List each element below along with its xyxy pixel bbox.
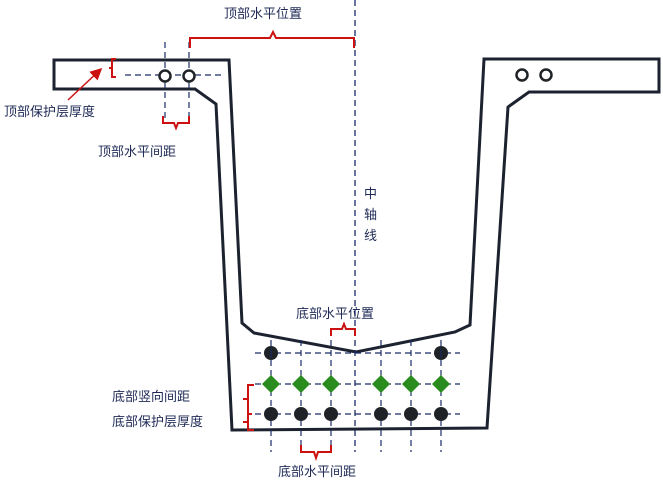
label-central-axis-1: 中 [364,187,377,202]
bottom-dimension-lines [255,340,460,452]
top-dimension-lines [125,42,222,120]
rebar-bottom-middle-3 [322,375,340,393]
rebar-bottom-middle-1 [262,375,280,393]
label-top-cover-thickness: 顶部保护层厚度 [4,104,95,120]
rebar-crosshairs [270,348,442,358]
label-bottom-vertical-spacing: 底部竖向间距 [112,389,190,405]
top-left-rebar [158,69,196,83]
rebar-bottom-middle-4 [372,375,390,393]
label-top-horizontal-spacing: 顶部水平间距 [98,145,176,160]
rebar-bottom-middle-6 [432,375,450,393]
section-outline [52,57,661,432]
rebar-bottom-lower-2 [294,407,308,421]
bottom-rebar-row-lower [264,407,448,421]
label-central-axis-2: 轴 [364,208,377,223]
top-cover-arrow [67,67,103,101]
label-top-horizontal-position: 顶部水平位置 [224,7,302,22]
label-bottom-cover-thickness: 底部保护层厚度 [112,414,203,430]
rebar-top-left-2 [182,69,196,83]
bottom-vertical-bracket [243,384,254,431]
rebar-top-right-1 [515,68,529,82]
rebar-top-right-2 [539,68,553,82]
rebar-bottom-middle-2 [292,375,310,393]
rebar-bottom-lower-5 [404,407,418,421]
top-cover-bracket [109,58,116,78]
top-horizontal-position-bracket [189,29,355,48]
bottom-horizontal-spacing-bracket [300,445,332,462]
rebar-bottom-lower-4 [374,407,388,421]
bottom-rebar-row-middle [262,375,450,393]
top-right-rebar [515,68,553,82]
bottom-horizontal-position-bracket [330,321,356,336]
rebar-bottom-lower-6 [434,407,448,421]
rebar-bottom-lower-3 [324,407,338,421]
label-central-axis-3: 线 [364,229,377,244]
top-horizontal-spacing-bracket [162,116,190,131]
rebar-bottom-middle-5 [402,375,420,393]
label-bottom-horizontal-position: 底部水平位置 [296,306,374,322]
label-bottom-horizontal-spacing: 底部水平间距 [278,464,356,480]
rebar-bottom-lower-1 [264,407,278,421]
rebar-top-left-1 [158,69,172,83]
